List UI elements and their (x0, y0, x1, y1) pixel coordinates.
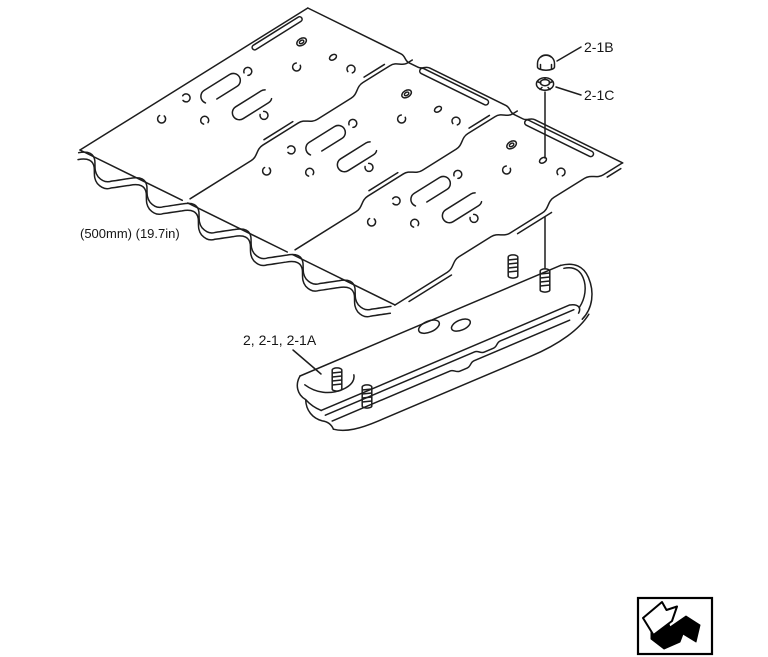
track-shoe-pad (296, 254, 593, 432)
plate-joint-2 (288, 100, 519, 251)
cap-nut (536, 54, 556, 71)
stud-3 (507, 254, 519, 279)
track-plate-assembly (77, 7, 624, 318)
leader-flanged-nut (555, 86, 582, 96)
callout-flanged-nut: 2-1C (584, 87, 614, 103)
grouser-edge (77, 149, 396, 318)
plate-top-edge (307, 7, 624, 164)
figure-link-arrow-icon[interactable] (636, 596, 714, 656)
stud-1 (331, 367, 343, 392)
plate-2-details (261, 87, 461, 178)
flanged-nut (535, 77, 555, 91)
plate-3-details (366, 138, 566, 229)
callout-track-shoe: 2, 2-1, 2-1A (243, 332, 317, 348)
leader-track-shoe (292, 349, 322, 375)
dimension-note: (500mm) (19.7in) (80, 226, 180, 241)
plate-bottom-edge (394, 162, 623, 306)
leader-cap-nut (556, 46, 582, 62)
arrow-head (642, 601, 678, 636)
plate-joint-1 (183, 49, 414, 200)
plate-left-edge (79, 7, 309, 151)
callout-cap-nut: 2-1B (584, 39, 614, 55)
